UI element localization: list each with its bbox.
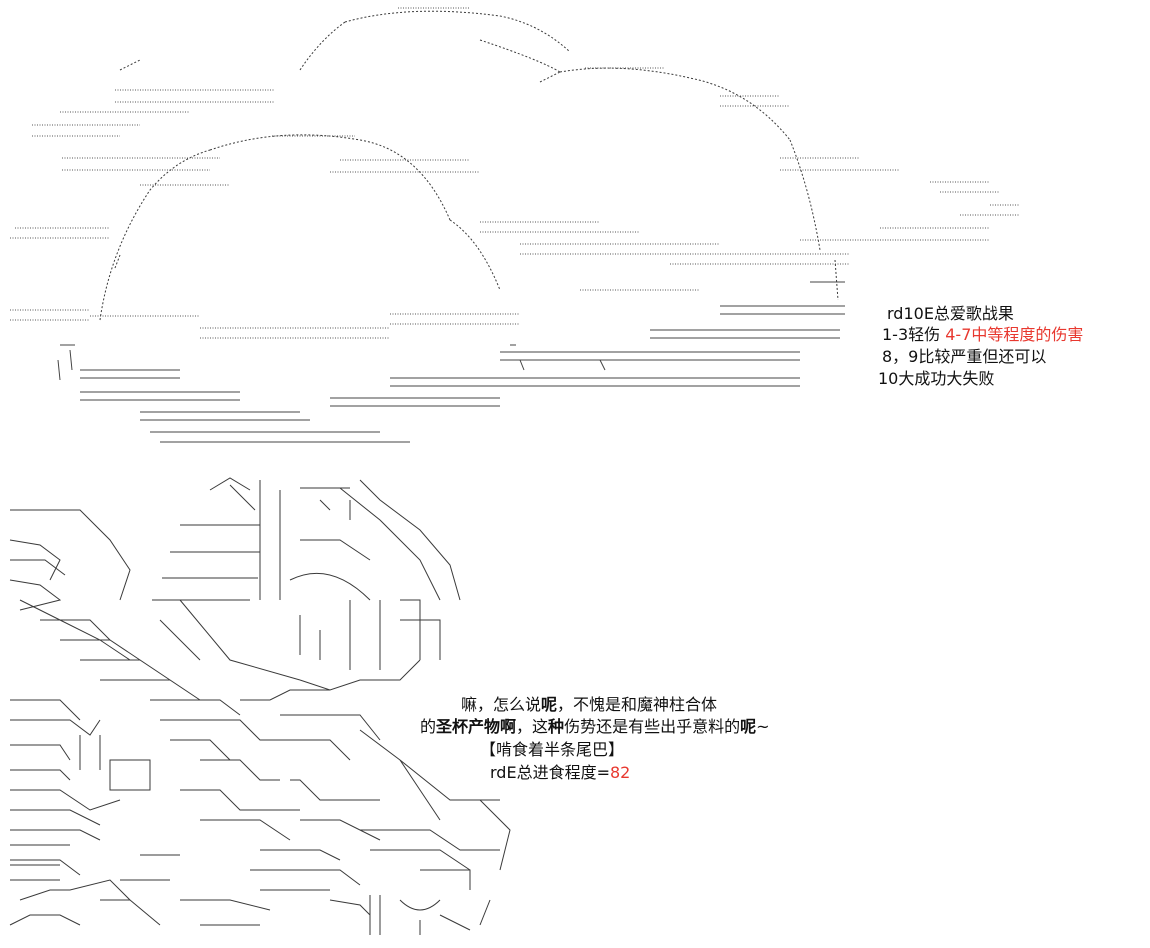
result-line-minor: 1-3轻伤 4-7中等程度的伤害 <box>882 324 1083 345</box>
dialogue-2b: 圣杯产物啊 <box>436 717 517 736</box>
cloud-base-hatching <box>57 281 845 443</box>
result-line-severe: 8，9比较严重但还可以 <box>882 347 1047 366</box>
dialogue-2d: 种 <box>548 717 565 736</box>
dialogue-1c: ，不愧是和魔神柱合体 <box>557 695 718 714</box>
feeding-progress-label: rdE总进食程度= <box>490 763 610 782</box>
dialogue-1b: 呢 <box>541 695 558 714</box>
dialogue-line-2: 的圣杯产物啊，这种伤势还是有些出乎意料的呢~ <box>420 716 770 737</box>
result-line-critical: 10大成功大失败 <box>878 369 995 388</box>
dialogue-line-1: 嘛，怎么说呢，不愧是和魔神柱合体 <box>461 694 717 715</box>
dialogue-2c: ，这 <box>516 717 549 736</box>
feeding-progress-value: 82 <box>609 763 631 782</box>
dialogue-1a: 嘛，怎么说 <box>461 695 542 714</box>
dialogue-2e: 伤势还是有些出乎意料的 <box>564 717 741 736</box>
result-minor-label: 1-3轻伤 <box>882 325 946 344</box>
dialogue-2f: 呢 <box>740 717 757 736</box>
creature-art <box>9 477 511 935</box>
dialogue-action: 【啃食着半条尾巴】 <box>480 740 625 759</box>
result-title: rd10E总爱歌战果 <box>887 304 1014 323</box>
feeding-progress: rdE总进食程度=82 <box>490 762 630 783</box>
dialogue-2a: 的 <box>420 717 437 736</box>
dialogue-2g: ~ <box>756 717 770 736</box>
result-moderate-label: 4-7中等程度的伤害 <box>945 325 1084 344</box>
smoke-cloud-art <box>10 7 1020 443</box>
